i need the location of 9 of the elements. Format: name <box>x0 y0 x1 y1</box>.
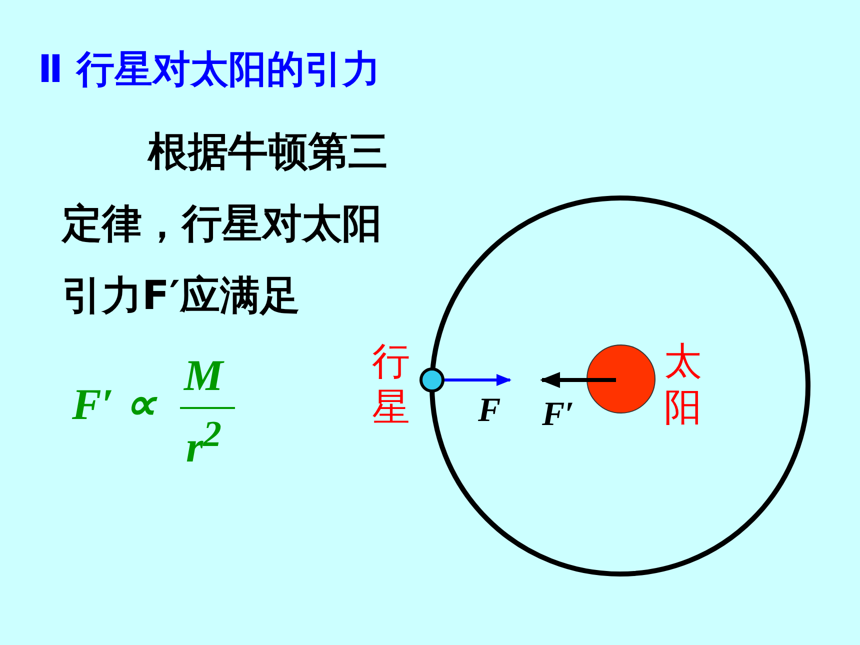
force-label: F <box>478 392 501 430</box>
planet-label: 行星 <box>372 338 411 430</box>
formula-numerator: M <box>184 350 224 401</box>
formula-denominator: r$^{2}$ <box>186 412 222 473</box>
sun-label: 太阳 <box>664 338 703 430</box>
slide-title: Ⅱ 行星对太阳的引力 <box>38 46 380 93</box>
formula-text: F′ ∝ <box>72 379 156 430</box>
force-label: F′ <box>542 396 574 434</box>
body-paragraph: 根据牛顿第三定律，行星对太阳引力F′应满足 <box>62 128 389 321</box>
